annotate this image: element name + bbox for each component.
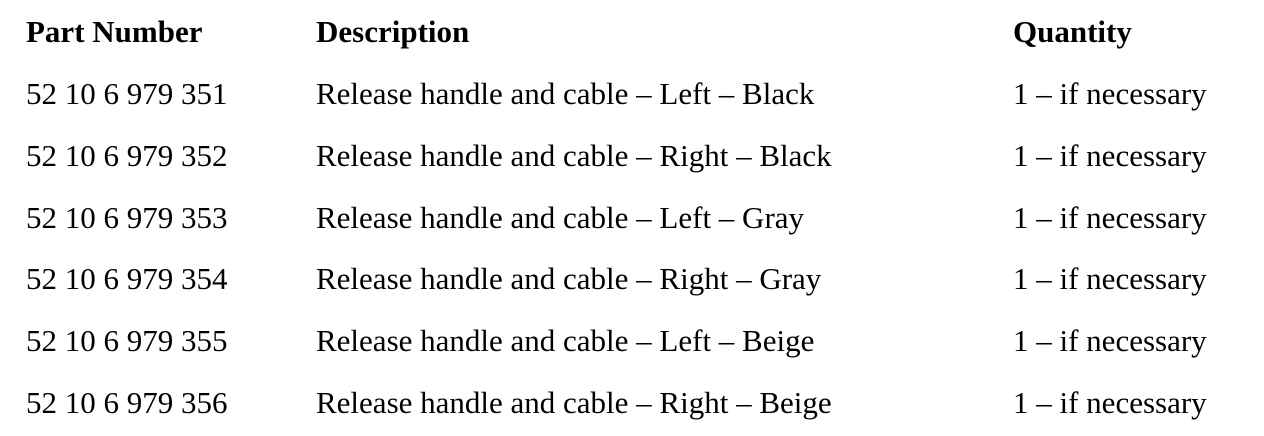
header-description: Description xyxy=(316,14,470,49)
part-number-cell: 52 10 6 979 351 xyxy=(26,76,228,111)
table-row: 52 10 6 979 354 Release handle and cable… xyxy=(0,259,1264,299)
table-row: 52 10 6 979 353 Release handle and cable… xyxy=(0,198,1264,238)
part-number-cell: 52 10 6 979 354 xyxy=(26,261,228,296)
part-number-cell: 52 10 6 979 353 xyxy=(26,200,228,235)
description-cell: Release handle and cable – Right – Gray xyxy=(316,261,822,296)
description-cell: Release handle and cable – Left – Black xyxy=(316,76,815,111)
part-number-cell: 52 10 6 979 355 xyxy=(26,323,228,358)
quantity-cell: 1 – if necessary xyxy=(1013,385,1207,420)
description-cell: Release handle and cable – Right – Black xyxy=(316,138,832,173)
table-row: 52 10 6 979 351 Release handle and cable… xyxy=(0,74,1264,114)
quantity-cell: 1 – if necessary xyxy=(1013,323,1207,358)
quantity-cell: 1 – if necessary xyxy=(1013,200,1207,235)
header-quantity: Quantity xyxy=(1013,14,1132,49)
quantity-cell: 1 – if necessary xyxy=(1013,261,1207,296)
description-cell: Release handle and cable – Left – Gray xyxy=(316,200,805,235)
description-cell: Release handle and cable – Left – Beige xyxy=(316,323,815,358)
table-row: 52 10 6 979 352 Release handle and cable… xyxy=(0,136,1264,176)
quantity-cell: 1 – if necessary xyxy=(1013,138,1207,173)
table-row: 52 10 6 979 355 Release handle and cable… xyxy=(0,321,1264,361)
part-number-cell: 52 10 6 979 352 xyxy=(26,138,228,173)
quantity-cell: 1 – if necessary xyxy=(1013,76,1207,111)
table-row: 52 10 6 979 356 Release handle and cable… xyxy=(0,383,1264,423)
part-number-cell: 52 10 6 979 356 xyxy=(26,385,228,420)
description-cell: Release handle and cable – Right – Beige xyxy=(316,385,832,420)
table-header-row: Part Number Description Quantity xyxy=(0,12,1264,52)
header-part-number: Part Number xyxy=(26,14,203,49)
